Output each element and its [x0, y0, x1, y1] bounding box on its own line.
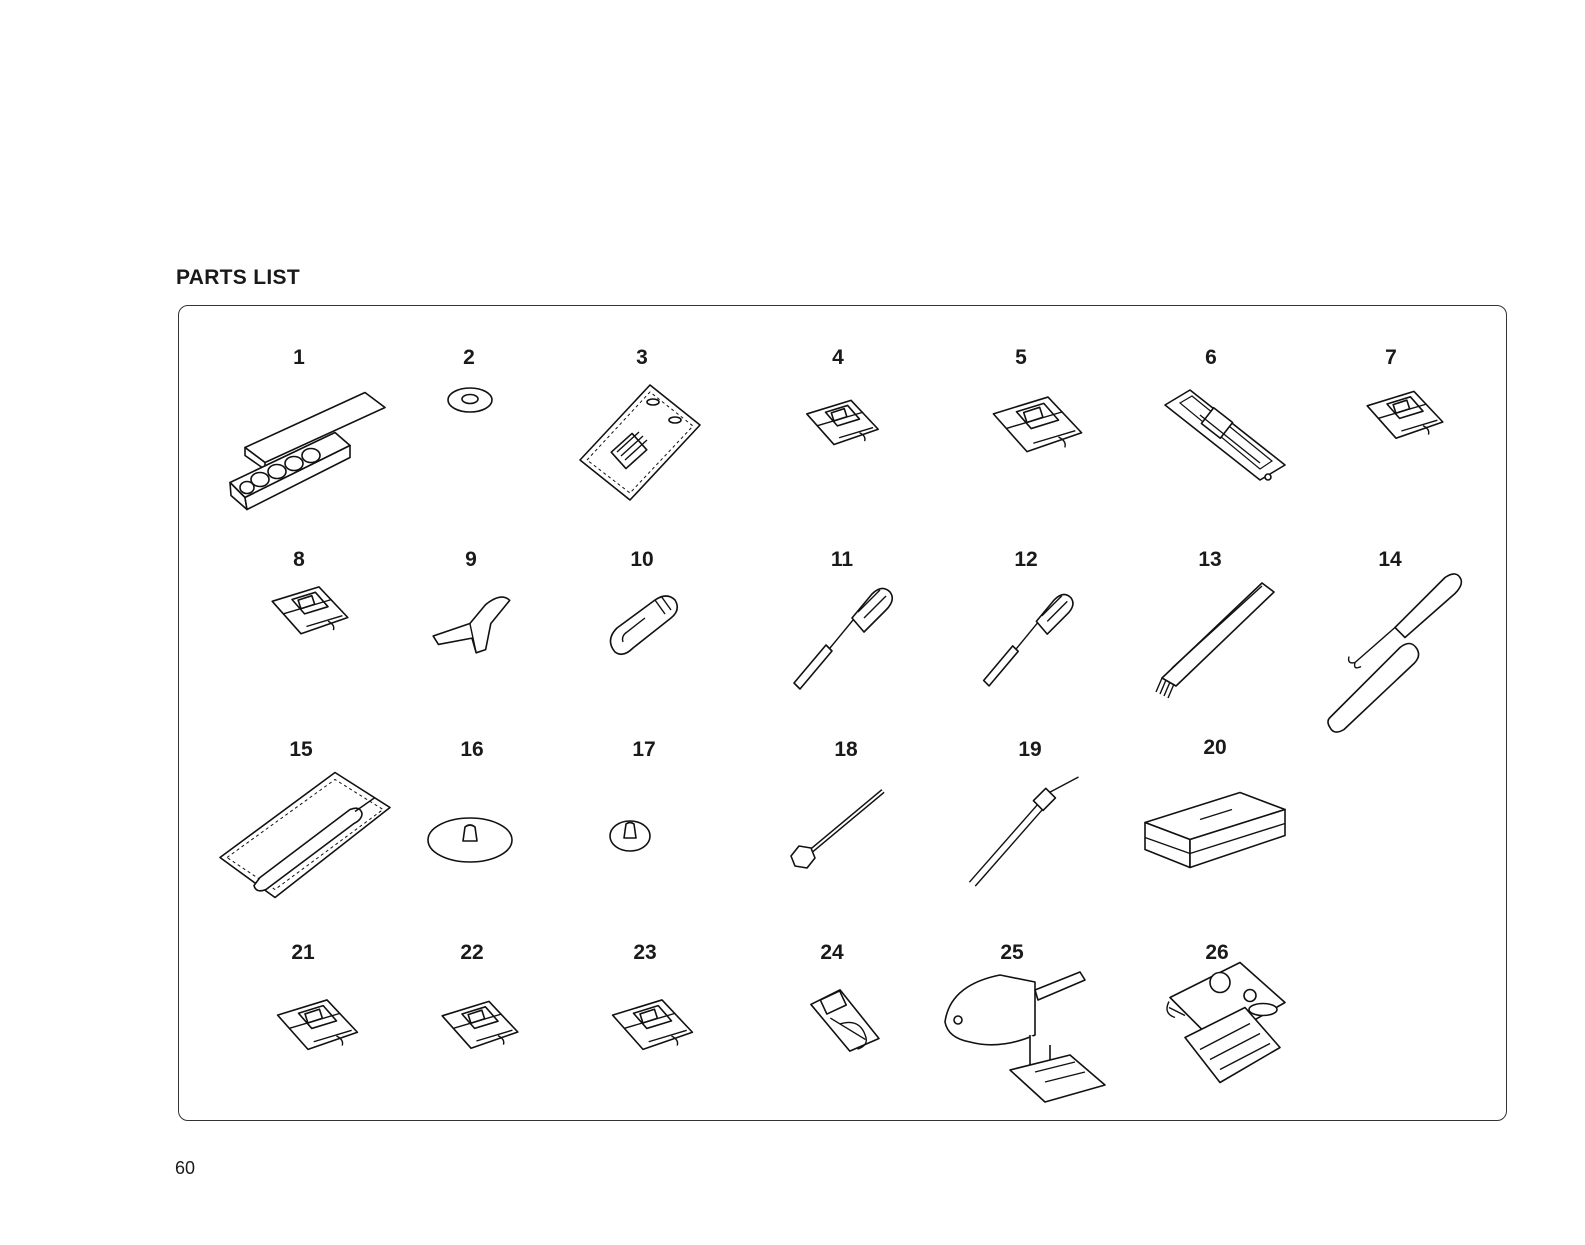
- seam-ripper-icon: [1325, 560, 1465, 735]
- part-number-4: 4: [832, 346, 844, 370]
- part-number-6: 6: [1205, 346, 1217, 370]
- ruffler-icon: [1155, 955, 1295, 1090]
- page-title: PARTS LIST: [176, 266, 300, 290]
- part-number-3: 3: [636, 346, 648, 370]
- presser-foot-icon: [265, 578, 355, 648]
- part-number-23: 23: [633, 941, 656, 965]
- spool-cap-large-icon: [425, 805, 515, 865]
- part-number-5: 5: [1015, 346, 1027, 370]
- twin-needle-pack-icon: [215, 765, 395, 905]
- page-number: 60: [175, 1158, 195, 1179]
- part-number-8: 8: [293, 548, 305, 572]
- part-number-12: 12: [1014, 548, 1037, 572]
- bobbin-case-icon: [225, 380, 390, 520]
- buttonhole-foot-icon: [1160, 385, 1290, 485]
- presser-foot-icon: [985, 385, 1090, 470]
- part-number-21: 21: [291, 941, 314, 965]
- presser-foot-icon: [270, 985, 365, 1070]
- part-number-20: 20: [1203, 736, 1226, 760]
- part-number-15: 15: [289, 738, 312, 762]
- part-number-19: 19: [1018, 738, 1041, 762]
- spool-cap-small-icon: [605, 810, 655, 855]
- part-number-11: 11: [831, 548, 853, 572]
- part-number-10: 10: [630, 548, 653, 572]
- part-number-22: 22: [460, 941, 483, 965]
- part-number-24: 24: [820, 941, 843, 965]
- edge-guide-icon: [425, 592, 520, 657]
- presser-foot-icon: [605, 990, 700, 1065]
- part-number-7: 7: [1385, 346, 1397, 370]
- screwdriver-icon: [785, 578, 905, 688]
- twin-needle-icon: [960, 775, 1085, 890]
- presser-foot-icon: [435, 985, 525, 1070]
- part-number-17: 17: [632, 738, 655, 762]
- presser-foot-icon: [1360, 385, 1450, 450]
- walking-foot-icon: [940, 960, 1110, 1110]
- needle-pack-icon: [575, 380, 705, 505]
- spool-pin-felt-icon: [445, 385, 495, 415]
- part-number-1: 1: [293, 346, 305, 370]
- light-bulb-icon: [605, 590, 685, 660]
- presser-foot-icon: [800, 390, 885, 460]
- part-number-16: 16: [460, 738, 483, 762]
- part-number-18: 18: [834, 738, 857, 762]
- hemmer-foot-icon: [800, 985, 885, 1055]
- lint-brush-icon: [1152, 578, 1277, 698]
- part-number-2: 2: [463, 346, 475, 370]
- part-number-9: 9: [465, 548, 477, 572]
- spool-pin-icon: [785, 785, 890, 875]
- part-number-13: 13: [1198, 548, 1221, 572]
- screwdriver-icon: [980, 580, 1080, 690]
- accessory-box-icon: [1140, 780, 1290, 880]
